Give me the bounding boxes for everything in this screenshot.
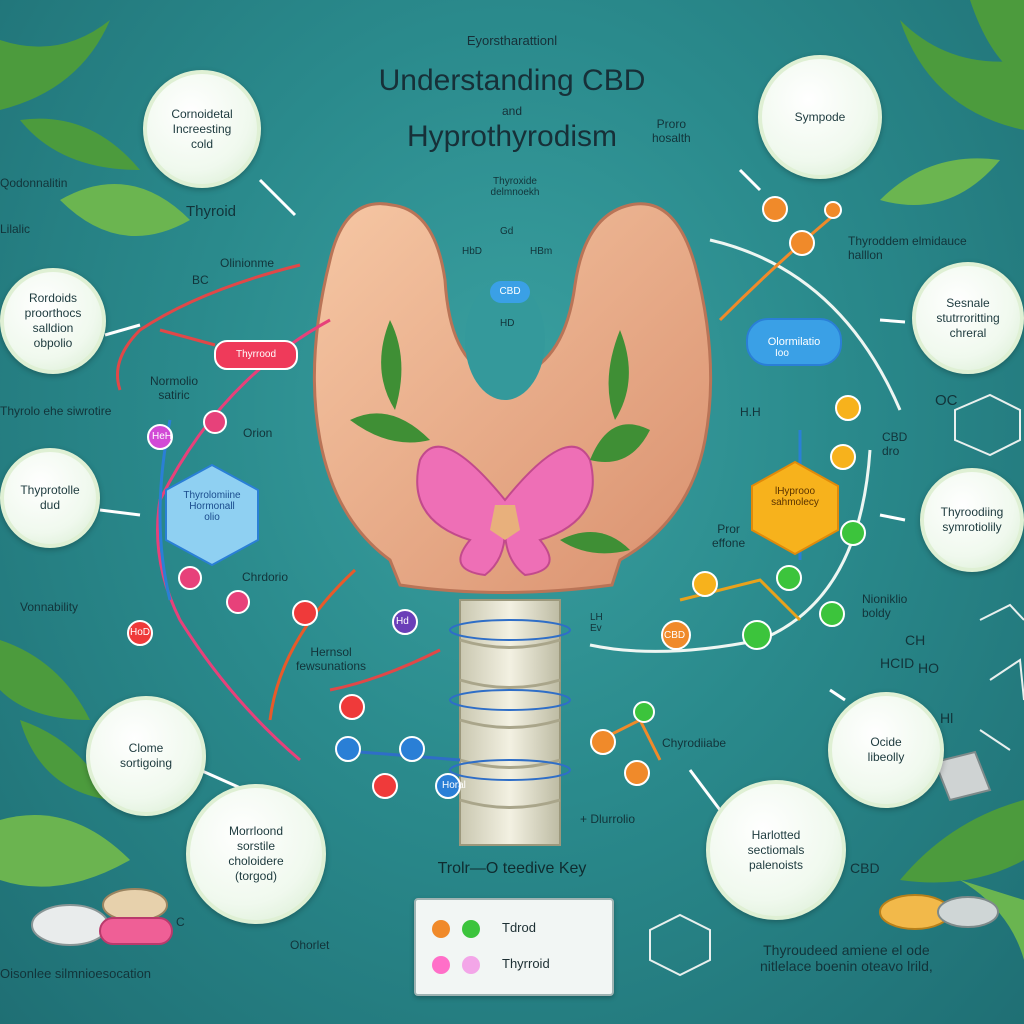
label-lh-ev: LH Ev <box>590 612 603 634</box>
label-thyrolo-line: Thyrolo ehe siwrotire <box>0 404 112 418</box>
title-conjunction: and <box>501 104 523 118</box>
label-ioo: Ioo <box>775 348 789 359</box>
label-cbd-bottom: CBD <box>850 860 880 876</box>
legend-label-row2: Thyrroid <box>502 956 550 971</box>
info-circle-right-lower: Ocide libeolly <box>828 692 944 808</box>
pills-bottom-left <box>31 888 173 946</box>
legend-title: Trolr—O teedive Key <box>437 860 587 877</box>
legend-box: Tdrod Thyrroid <box>414 898 614 996</box>
label-ohorlet: Ohorlet <box>290 938 330 952</box>
label-sym-centre: Thyroxide delmnoekh <box>490 176 540 198</box>
leaf-cluster-top-right <box>880 0 1024 205</box>
info-circle-left-upper: Rordoids proorthocs salldion obpolio <box>0 268 106 374</box>
info-circle-top-right: Sympode <box>758 55 882 179</box>
hexagon-right-shape <box>751 460 839 556</box>
info-circle-bottom-left: Morrloond sorstile choloidere (torgod) <box>186 784 326 924</box>
page-title: Understanding CBD <box>378 64 646 97</box>
leaf-cluster-bottom-left <box>0 640 130 887</box>
bottom-left-note: Oisonlee silmnioesocation <box>0 966 152 981</box>
label-thyroxdem: Thyroddem elmidauce halllon <box>848 234 967 262</box>
label-ch: CH <box>905 632 926 648</box>
hexagon-left-shape <box>165 463 259 567</box>
leaf-cluster-bottom-right <box>900 800 1024 960</box>
label-chyrodniabe: Chyrodiiabe <box>662 736 727 750</box>
label-hb-right: HBm <box>530 246 553 257</box>
page-subtitle: Hyprothyrodism <box>406 120 618 153</box>
info-circle-bottom-right: Harlotted sectiomals palenoists <box>706 780 846 920</box>
node-cbd: CBD <box>664 630 686 641</box>
hexagon-left-label: Thyrolomiine Hormonall olio <box>183 490 241 523</box>
node-horal: Horal <box>442 780 466 791</box>
badge-cbd-centre: CBD <box>490 281 530 303</box>
label-thyroid-left: Thyroid <box>186 203 237 220</box>
label-h2o: HO <box>918 660 939 676</box>
molecule-sketch-right <box>649 393 1024 977</box>
info-circle-right-middle: Thyroodiing symrotiolily <box>920 468 1024 572</box>
label-normolic: Normolio satiric <box>150 374 199 402</box>
label-cbd-right: CBD dro <box>882 430 908 458</box>
label-proro-health: Proro hosalth <box>652 117 691 145</box>
legend-swatch-light-pink <box>462 956 480 974</box>
gland-leaves <box>350 320 650 554</box>
label-hl: Hl <box>940 710 954 726</box>
bottom-right-note: Thyroudeed amiene el ode nitlelace boeni… <box>760 942 933 974</box>
label-lilalic: Lilalic <box>0 222 31 236</box>
label-chrodo: Chrdorio <box>242 570 289 584</box>
badge-olorimatico: Olormilatio <box>746 318 842 366</box>
hexagon-right-label: lHyprooo sahmolecy <box>771 486 819 508</box>
legend-swatch-orange <box>432 920 450 938</box>
label-hb-left: HbD <box>462 246 483 257</box>
node-heh: HeH <box>152 431 173 442</box>
label-durrolio: + Dlurrolio <box>580 812 636 826</box>
label-hehah: Hernsol fewsunations <box>296 645 367 673</box>
label-olinionme: Olinionme <box>220 256 275 270</box>
top-caption: Eyorstharattionl <box>466 33 558 48</box>
label-odonnalith: Qodonnalitin <box>0 176 68 190</box>
label-c: C <box>176 915 185 929</box>
leaf-cluster-top-left <box>0 20 190 236</box>
node-hd1: Hd <box>396 616 409 627</box>
label-orion: Orion <box>243 426 273 440</box>
info-circle-right-upper: Sesnale stutrroritting chreral <box>912 262 1024 374</box>
label-hcid: HCID <box>880 655 915 671</box>
legend-swatch-pink <box>432 956 450 974</box>
label-hd-centre: HD <box>500 318 515 329</box>
badge-thyrroid: Thyrrood <box>214 340 298 370</box>
label-nionibo: Nioniklio boldy <box>862 592 908 620</box>
node-hold: HoD <box>130 627 151 638</box>
label-oc: OC <box>935 392 958 409</box>
info-circle-left-middle: Thyprotolle dud <box>0 448 100 548</box>
label-vonnability: Vonnability <box>20 600 79 614</box>
label-hh: H.H <box>740 405 761 419</box>
label-gd: Gd <box>500 226 514 237</box>
pills-bottom-right <box>879 750 999 930</box>
info-circle-left-lower: Clome sortigoing <box>86 696 206 816</box>
legend-swatch-green <box>462 920 480 938</box>
label-bc: BC <box>192 273 209 287</box>
label-pror-effone: Pror effone <box>712 522 746 550</box>
legend-label-row1: Tdrod <box>502 920 536 935</box>
info-circle-top-left: Cornoidetal Increesting cold <box>143 70 261 188</box>
